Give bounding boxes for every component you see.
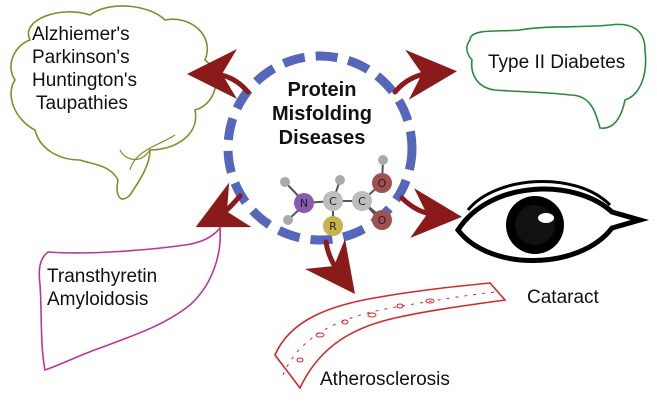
nitrogen-atom <box>294 193 314 213</box>
hydrogen-atom <box>378 155 388 165</box>
oxygen-atom-top <box>372 173 392 193</box>
arrow-to-eye <box>399 188 462 238</box>
hydrogen-atom <box>283 215 293 225</box>
r-group-atom <box>323 216 343 236</box>
hydrogen-atom <box>335 175 345 185</box>
amino-acid-molecule: N C C R O O <box>280 155 392 236</box>
artery-disease-line-1: Atherosclerosis <box>320 369 450 390</box>
atom-label-r: R <box>329 220 337 233</box>
brain-disease-line-3: Huntington's <box>32 70 137 91</box>
center-title-line-2: Misfolding <box>272 103 372 125</box>
liver-disease-line-1: Transthyretin <box>47 266 157 287</box>
center-title-line-1: Protein <box>288 79 357 101</box>
brain-icon <box>10 5 217 200</box>
carbon-carboxyl-atom <box>352 191 372 211</box>
brain-disease-line-1: Alzhiemer's <box>32 24 130 45</box>
arrow-to-artery <box>305 239 355 295</box>
pancreas-icon <box>466 23 647 129</box>
carbon-alpha-atom <box>323 191 343 211</box>
arrow-to-liver <box>195 182 252 228</box>
brain-disease-line-2: Parkinson's <box>32 47 130 68</box>
eye-disease-line-1: Cataract <box>527 287 600 308</box>
atom-label-o-bottom: O <box>378 214 387 227</box>
atom-label-o-top: O <box>378 177 387 190</box>
liver-disease-line-2: Amyloidosis <box>47 289 148 310</box>
eye-icon <box>454 180 650 263</box>
arrow-to-brain <box>187 49 251 100</box>
hydrogen-atom <box>280 177 290 187</box>
arrows <box>187 49 462 295</box>
atom-label-n: N <box>300 197 308 210</box>
oxygen-atom-bottom <box>372 210 392 230</box>
pancreas-disease-line-1: Type II Diabetes <box>488 52 625 73</box>
center-title-line-3: Diseases <box>279 127 366 149</box>
atom-label-c-carboxyl: C <box>358 195 366 208</box>
liver-icon <box>38 225 222 372</box>
artery-icon <box>274 282 507 390</box>
atom-label-c-alpha: C <box>329 195 337 208</box>
brain-disease-line-4: Taupathies <box>36 93 128 114</box>
arrow-to-pancreas <box>392 49 457 100</box>
